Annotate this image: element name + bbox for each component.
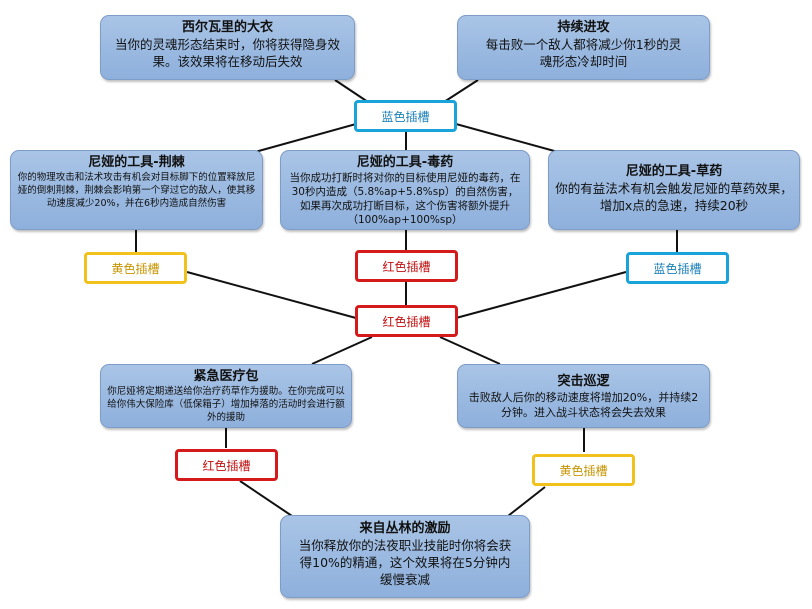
connector xyxy=(507,486,546,517)
connector xyxy=(311,336,373,365)
connector xyxy=(455,123,559,153)
node-title: 尼娅的工具-荆棘 xyxy=(88,155,185,170)
node-desc: 当你释放你的法夜职业技能时你将会获得10%的精通，这个效果将在5分钟内缓慢衰减 xyxy=(298,538,512,587)
node-assault-patrol: 突击巡逻 击败敌人后你的移动速度将增加20%，并持续2分钟。进入战斗状态将会失去… xyxy=(457,364,710,428)
node-title: 突击巡逻 xyxy=(557,374,610,389)
connector xyxy=(443,79,479,103)
node-desc: 击败敌人后你的移动速度将增加20%，并持续2分钟。进入战斗状态将会失去效果 xyxy=(468,391,699,419)
node-grove-inspiration: 来自丛林的激励 当你释放你的法夜职业技能时你将会获得10%的精通，这个效果将在5… xyxy=(280,515,530,598)
node-title: 西尔瓦里的大衣 xyxy=(181,20,273,35)
node-silvari-cloak: 西尔瓦里的大衣 当你的灵魂形态结束时，你将获得隐身效果。该效果将在移动后失效 xyxy=(100,15,355,80)
node-desc: 你尼娅将定期递送给你治疗药草作为援助。在你完成可以给你伟大保险库（低保箱子）增加… xyxy=(107,386,345,423)
node-title: 紧急医疗包 xyxy=(193,369,259,384)
node-title: 尼娅的工具-草药 xyxy=(625,164,723,179)
node-desc: 当你成功打断时将对你的目标使用尼娅的毒药，在30秒内造成（5.8%ap+5.8%… xyxy=(289,172,521,226)
node-first-aid: 紧急医疗包 你尼娅将定期递送给你治疗药草作为援助。在你完成可以给你伟大保险库（低… xyxy=(100,364,352,428)
slot-blue[interactable]: 蓝色插槽 xyxy=(626,252,729,284)
node-niya-poison: 尼娅的工具-毒药 当你成功打断时将对你的目标使用尼娅的毒药，在30秒内造成（5.… xyxy=(280,150,530,230)
slot-yellow[interactable]: 黄色插槽 xyxy=(532,454,635,486)
slot-red[interactable]: 红色插槽 xyxy=(355,250,458,282)
connector xyxy=(239,480,299,521)
connector xyxy=(186,271,357,319)
connector xyxy=(254,123,357,153)
slot-red[interactable]: 红色插槽 xyxy=(175,449,278,481)
node-title: 来自丛林的激励 xyxy=(359,521,451,536)
connector xyxy=(455,271,627,319)
node-desc: 你的物理攻击和法术攻击有机会对目标脚下的位置释放尼娅的倒刺荆棘，荆棘会影响第一个… xyxy=(17,172,256,209)
node-desc: 每击败一个敌人都将减少你1秒的灵魂形态冷却时间 xyxy=(485,37,682,69)
node-desc: 你的有益法术有机会触发尼娅的草药效果，增加x点的急速，持续20秒 xyxy=(555,181,793,213)
slot-red-center[interactable]: 红色插槽 xyxy=(355,305,458,337)
node-relentless-assault: 持续进攻 每击败一个敌人都将减少你1秒的灵魂形态冷却时间 xyxy=(457,15,710,80)
connector xyxy=(334,79,369,103)
node-niya-herbs: 尼娅的工具-草药 你的有益法术有机会触发尼娅的草药效果，增加x点的急速，持续20… xyxy=(548,150,800,230)
connector xyxy=(439,336,501,365)
slot-blue[interactable]: 蓝色插槽 xyxy=(354,100,457,132)
node-niya-thorns: 尼娅的工具-荆棘 你的物理攻击和法术攻击有机会对目标脚下的位置释放尼娅的倒刺荆棘… xyxy=(10,150,263,230)
node-title: 尼娅的工具-毒药 xyxy=(356,155,454,170)
node-desc: 当你的灵魂形态结束时，你将获得隐身效果。该效果将在移动后失效 xyxy=(114,37,340,69)
slot-yellow[interactable]: 黄色插槽 xyxy=(84,252,187,284)
node-title: 持续进攻 xyxy=(557,20,610,35)
